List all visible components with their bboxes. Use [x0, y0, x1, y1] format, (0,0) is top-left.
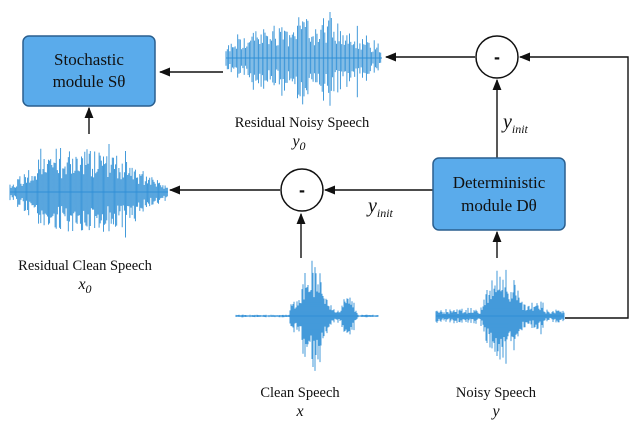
deterministic-module-label-line2: module Dθ — [461, 196, 537, 215]
noisy-speech-caption: Noisy Speech — [456, 385, 537, 401]
stochastic-module-label-line2: module Sθ — [53, 72, 126, 91]
residual-clean-var-sub: 0 — [86, 282, 92, 296]
stochastic-module: Stochastic module Sθ — [22, 35, 156, 107]
y-init-top-sub: init — [512, 122, 529, 136]
deterministic-module: Deterministic module Dθ — [432, 157, 566, 231]
top-subtract-node: - — [475, 35, 519, 79]
y-init-top-base: y — [501, 111, 512, 133]
mid-subtract-circle-icon — [280, 168, 324, 212]
clean-speech-waveform — [235, 260, 379, 371]
residual-noisy-var-base: y — [290, 133, 300, 150]
stochastic-module-box — [22, 35, 156, 107]
clean-speech-caption: Clean Speech — [260, 385, 340, 401]
mid-subtract-symbol: - — [299, 180, 305, 200]
noisy-speech-var: y — [490, 403, 500, 420]
residual-clean-var: x0 — [77, 276, 91, 296]
noisy-speech-waveform — [435, 269, 565, 364]
residual-clean-speech-waveform — [9, 144, 168, 238]
deterministic-module-label-line1: Deterministic — [453, 173, 546, 192]
residual-clean-var-base: x — [77, 276, 85, 293]
residual-noisy-speech-waveform — [225, 12, 382, 106]
y-init-mid-base: y — [366, 195, 377, 217]
noisy-to-top-subtract-line — [518, 52, 629, 319]
y-init-label-top: yinit — [501, 111, 529, 136]
deterministic-module-box — [432, 157, 566, 231]
wave-residual-clean-trace — [9, 144, 168, 238]
clean-speech-var: x — [295, 403, 303, 420]
stochastic-module-label-line1: Stochastic — [54, 50, 124, 69]
top-subtract-symbol: - — [494, 47, 500, 67]
residual-noisy-var-sub: 0 — [300, 139, 306, 153]
wave-residual-noisy-trace — [225, 12, 382, 106]
wave-noisy-trace — [435, 269, 565, 364]
connectors — [84, 52, 629, 319]
residual-noisy-var: y0 — [290, 133, 305, 153]
top-subtract-circle-icon — [475, 35, 519, 79]
y-init-mid-sub: init — [377, 206, 394, 220]
residual-clean-caption: Residual Clean Speech — [18, 258, 152, 274]
mid-subtract-node: - — [280, 168, 324, 212]
y-init-label-mid: yinit — [366, 195, 394, 220]
residual-noisy-caption: Residual Noisy Speech — [235, 115, 370, 131]
